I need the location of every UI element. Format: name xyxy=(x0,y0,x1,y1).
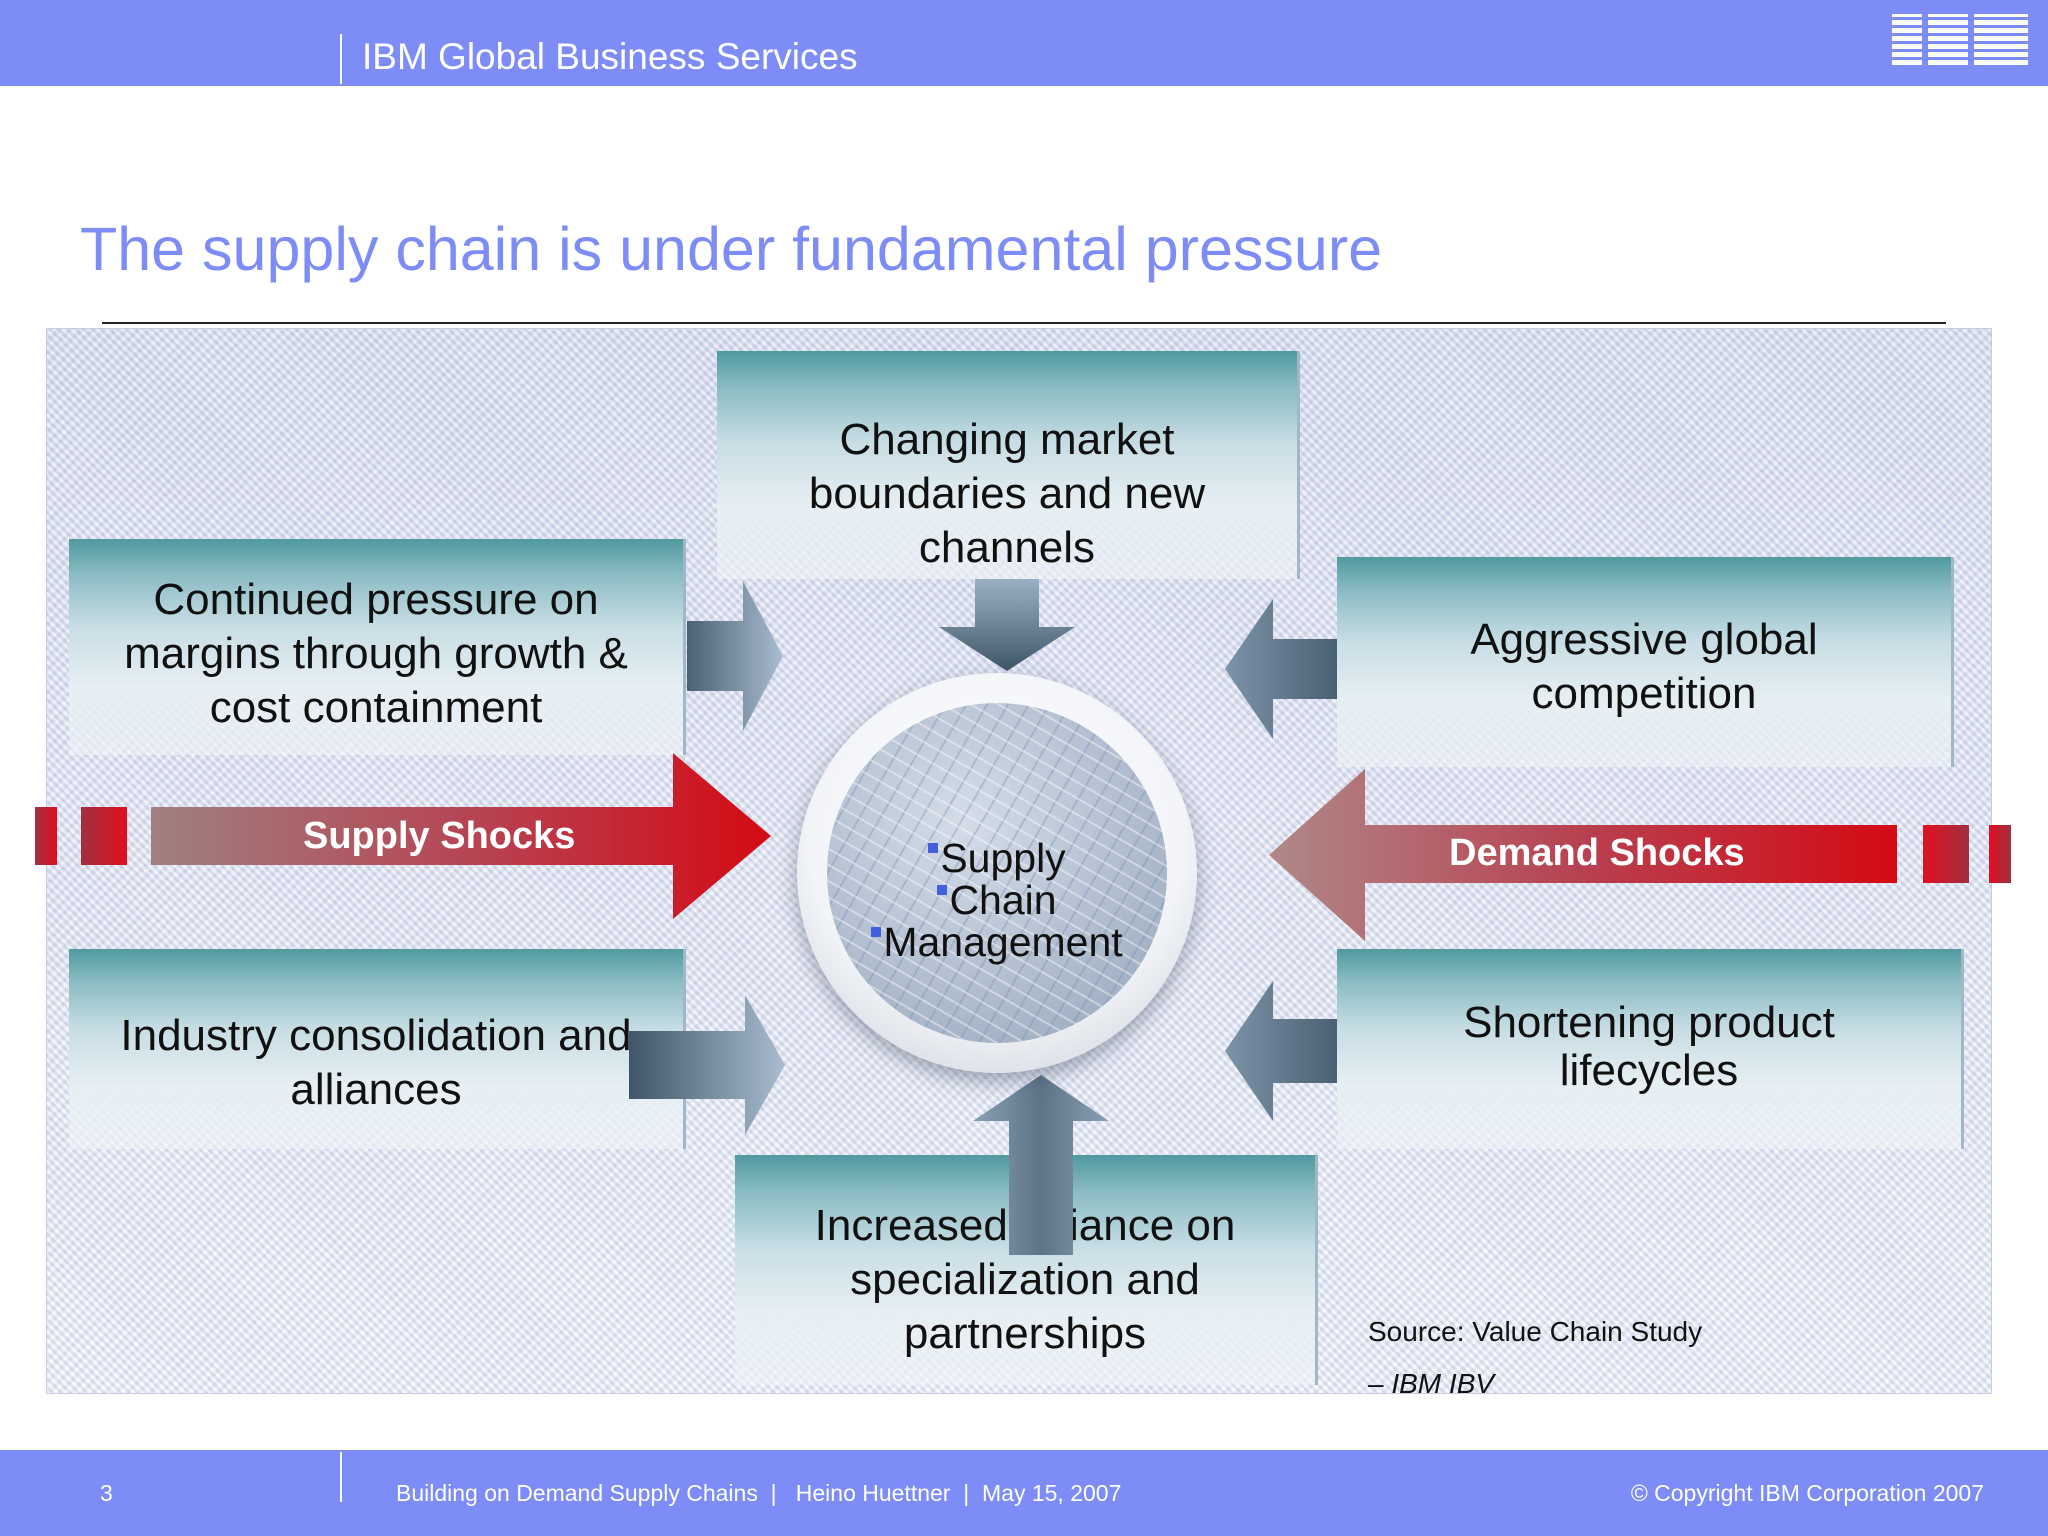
box-global-competition: Aggressive global competition xyxy=(1337,557,1954,767)
box-product-lifecycles: Shortening product lifecycles xyxy=(1337,949,1964,1149)
circuit-board-image xyxy=(827,703,1167,1043)
footer-meta: Building on Demand Supply Chains | Heino… xyxy=(396,1480,1122,1506)
source-line: Source: Value Chain Study xyxy=(1368,1316,1703,1347)
supply-chain-hub: Supply Chain Management xyxy=(797,673,1197,1073)
bullet-icon xyxy=(937,885,948,895)
box-market-boundaries: Changing market boundaries and new chann… xyxy=(717,351,1300,579)
header-divider xyxy=(340,34,342,84)
slide-title: The supply chain is under fundamental pr… xyxy=(80,215,1383,283)
footer-bar: 3 Building on Demand Supply Chains | Hei… xyxy=(0,1450,2048,1536)
title-divider xyxy=(102,322,1946,324)
demand-shocks-label: Demand Shocks xyxy=(1449,832,1745,874)
box-market-boundaries-text: Changing market boundaries and new chann… xyxy=(808,415,1206,572)
arrow-right-top-left xyxy=(687,581,783,731)
hub-line-management: Management xyxy=(797,921,1197,964)
box-margin-pressure: Continued pressure on margins through gr… xyxy=(69,539,686,755)
hub-line-chain: Chain xyxy=(797,879,1197,922)
box-global-competition-text: Aggressive global competition xyxy=(1470,615,1818,718)
header-bar: IBM Global Business Services xyxy=(0,0,2048,86)
footer-divider xyxy=(340,1452,342,1502)
bullet-icon xyxy=(928,843,939,853)
arrow-right-bottom-left xyxy=(629,995,785,1135)
supply-shocks-arrow xyxy=(151,753,771,919)
bullet-icon xyxy=(871,927,882,937)
box-industry-consolidation: Industry consolidation and alliances xyxy=(69,949,686,1149)
page-number: 3 xyxy=(100,1480,113,1506)
ibm-logo-icon xyxy=(1890,12,2030,72)
box-product-lifecycles-text: Shortening product lifecycles xyxy=(1463,998,1835,1095)
supply-shock-marker-2 xyxy=(81,807,127,865)
box-margin-pressure-text: Continued pressure on margins through gr… xyxy=(124,575,628,732)
demand-shocks-arrow xyxy=(1269,769,1897,941)
demand-shock-marker-2 xyxy=(1989,825,2011,883)
arrow-left-bottom-right xyxy=(1225,981,1337,1121)
arrow-down-top xyxy=(939,579,1075,671)
arrow-up-bottom xyxy=(973,1075,1109,1255)
box-industry-consolidation-text: Industry consolidation and alliances xyxy=(120,1011,632,1114)
footer-copyright: © Copyright IBM Corporation 2007 xyxy=(1630,1480,1984,1506)
header-brand: IBM Global Business Services xyxy=(362,36,858,77)
hub-line-supply: Supply xyxy=(797,837,1197,880)
source-note: Source: Value Chain Study – IBM IBV xyxy=(1368,1306,1702,1410)
supply-shock-marker-1 xyxy=(35,807,57,865)
supply-shocks-label: Supply Shocks xyxy=(303,815,576,857)
arrow-left-top-right xyxy=(1225,599,1337,739)
demand-shock-marker-1 xyxy=(1923,825,1969,883)
source-attribution: – IBM IBV xyxy=(1368,1368,1495,1399)
pressure-diagram: Changing market boundaries and new chann… xyxy=(35,328,2011,1394)
